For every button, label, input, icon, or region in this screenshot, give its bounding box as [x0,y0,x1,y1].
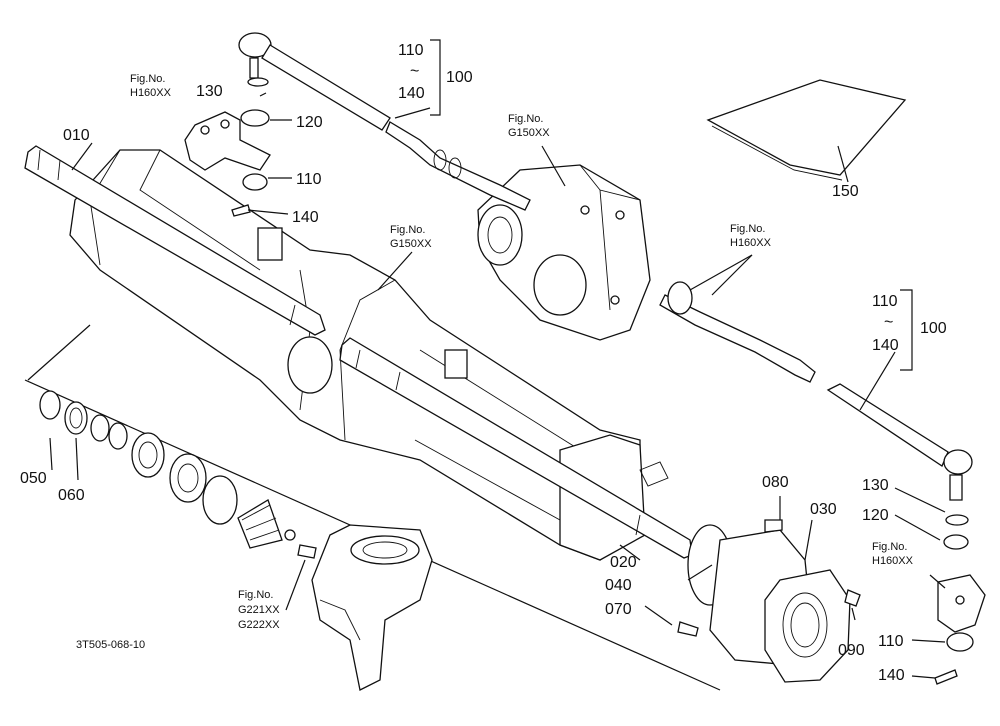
label-060: 060 [58,487,85,504]
label-110-top: 110 [296,171,322,188]
tie-rod-upper [238,32,531,211]
label-030: 030 [810,501,837,518]
figno-g221-prefix: Fig.No. [238,589,273,601]
figno-h160-bottom-prefix: Fig.No. [872,541,907,553]
label-110-right: 110 [878,633,904,650]
label-120-right: 120 [862,507,889,524]
figno-g150-top-prefix: Fig.No. [508,113,543,125]
figno-h160-mid-ref: H160XX [730,237,772,249]
leader-lines [49,92,946,679]
label-040: 040 [605,577,632,594]
figno-g221-ref: G221XX [238,604,280,616]
steering-knuckle [311,524,433,691]
figno-g150-top-ref: G150XX [508,127,550,139]
tie-rod-right [659,281,973,550]
label-070: 070 [605,601,632,618]
label-090: 090 [838,642,865,659]
hub-030 [639,461,861,683]
arm-bracket-lower [934,574,986,685]
label-100-top: 100 [446,69,473,86]
label-140-group-top: 140 [398,85,425,102]
label-120-top: 120 [296,114,323,131]
manual-booklet [706,79,907,181]
shaft-010 [24,145,326,336]
label-100-right: 100 [920,320,947,337]
arm-bracket-upper [184,77,271,217]
label-110-group-right: 110 [872,293,898,310]
label-130-top: 130 [196,83,223,100]
figno-h160-top-prefix: Fig.No. [130,73,165,85]
label-050: 050 [20,470,47,487]
figno-g150-mid-ref: G150XX [390,238,432,250]
label-140-top: 140 [292,209,319,226]
label-tilde-right: ~ [884,314,893,331]
figno-h160-bottom-ref: H160XX [872,555,914,567]
label-010: 010 [63,127,90,144]
label-140-group-right: 140 [872,337,899,354]
figno-g222-ref: G222XX [238,619,280,631]
figno-g150-mid-prefix: Fig.No. [390,224,425,236]
figure-code: 3T505-068-10 [76,639,145,651]
figno-h160-mid-prefix: Fig.No. [730,223,765,235]
figno-h160-top-ref: H160XX [130,87,172,99]
label-140-right: 140 [878,667,905,684]
bearing-stack [24,324,721,691]
label-110-group-top: 110 [398,42,424,59]
label-020: 020 [610,554,637,571]
label-tilde-top: ~ [410,63,419,80]
label-150: 150 [832,183,859,200]
label-080: 080 [762,474,789,491]
label-130-right: 130 [862,477,889,494]
